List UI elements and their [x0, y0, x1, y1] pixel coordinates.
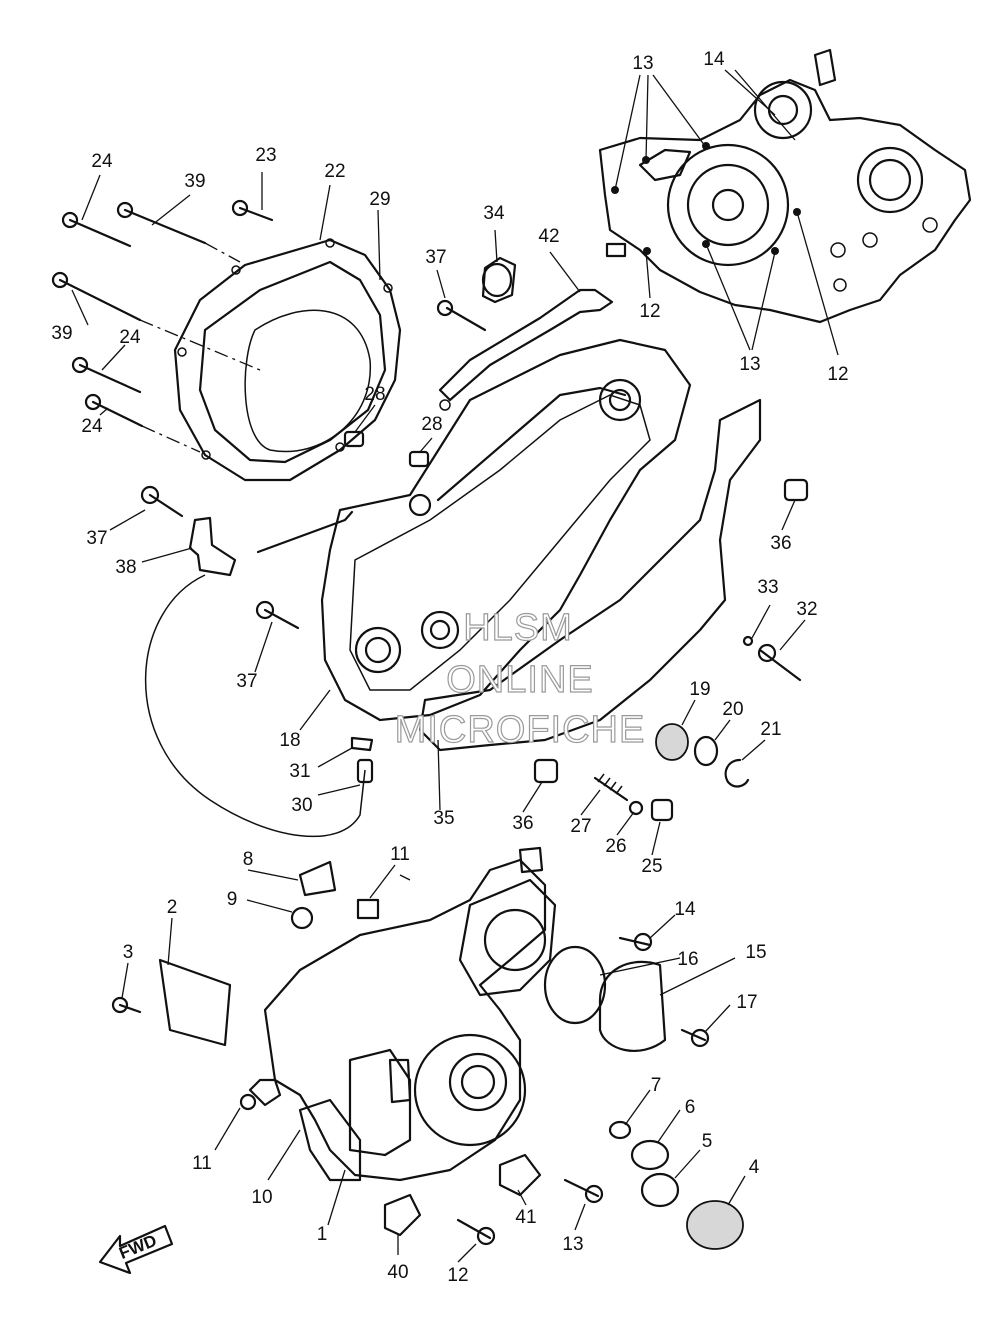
callout-1: 1: [317, 1224, 328, 1245]
callout-29: 29: [369, 189, 390, 210]
callout-2: 2: [167, 897, 178, 918]
callout-10: 10: [251, 1187, 272, 1208]
callout-32: 32: [796, 599, 817, 620]
callout-39-top: 39: [184, 171, 205, 192]
callout-16: 16: [677, 949, 698, 970]
callout-26: 26: [605, 836, 626, 857]
hose-assembly: [144, 574, 374, 838]
callout-34: 34: [483, 203, 505, 224]
small-parts-upper: [140, 256, 614, 630]
callout-41: 41: [515, 1207, 536, 1228]
callout-24-bottom: 24: [81, 416, 103, 437]
callout-37-middle: 37: [236, 671, 257, 692]
callout-30: 30: [291, 795, 312, 816]
callout-37-left: 37: [86, 528, 107, 549]
crankcase-cover-assembly: [320, 338, 809, 822]
callout-36-bottom: 36: [512, 813, 533, 834]
leader-lines: [71, 69, 839, 1263]
callout-6: 6: [685, 1097, 696, 1118]
callout-13-bottom: 13: [562, 1234, 583, 1255]
callout-14-inset: 14: [703, 49, 725, 70]
callout-40: 40: [387, 1262, 408, 1283]
fwd-arrow: FWD: [98, 1224, 174, 1275]
callout-25: 25: [641, 856, 662, 877]
clutch-cover-assembly: [51, 199, 430, 482]
callout-labels: 1 2 3 4 5 6 7 8 9 10 11 11 12 12 12 13 1…: [51, 49, 848, 1286]
callout-9: 9: [227, 889, 238, 910]
callout-5: 5: [702, 1131, 713, 1152]
callout-18: 18: [279, 730, 300, 751]
watermark-line1: HLSM: [463, 607, 573, 649]
callout-21: 21: [760, 719, 781, 740]
callout-3: 3: [123, 942, 134, 963]
callout-23: 23: [255, 145, 276, 166]
callout-39-bottom: 39: [51, 323, 72, 344]
callout-15: 15: [745, 942, 766, 963]
callout-42: 42: [538, 226, 559, 247]
callout-27: 27: [570, 816, 591, 837]
watermark: HLSM ONLINE MICROFICHE: [394, 606, 646, 751]
callout-19: 19: [689, 679, 710, 700]
callout-4: 4: [749, 1157, 760, 1178]
watermark-line3: MICROFICHE: [395, 709, 646, 751]
callout-13-inset-top: 13: [632, 53, 653, 74]
callout-33: 33: [757, 577, 778, 598]
callout-35: 35: [433, 808, 454, 829]
callout-28-right: 28: [421, 414, 442, 435]
callout-24-top: 24: [91, 151, 113, 172]
callout-12-bottom: 12: [447, 1265, 468, 1286]
callout-22: 22: [324, 161, 345, 182]
callout-36-right: 36: [770, 533, 791, 554]
callout-11-bottom: 11: [192, 1153, 212, 1174]
callout-7: 7: [651, 1075, 662, 1096]
callout-20: 20: [722, 699, 743, 720]
watermark-line2: ONLINE: [446, 659, 593, 701]
small-parts-right: [593, 635, 802, 816]
lower-cover-assembly: [111, 846, 744, 1250]
callout-11-top: 11: [390, 844, 410, 865]
callout-12-inset-left: 12: [639, 301, 660, 322]
callout-8: 8: [243, 849, 254, 870]
callout-31: 31: [289, 761, 310, 782]
callout-13-inset-bottom: 13: [739, 354, 760, 375]
callout-14-pump: 14: [674, 899, 696, 920]
callout-38: 38: [115, 557, 136, 578]
crankcase-inset: [598, 48, 972, 324]
callout-12-inset-right: 12: [827, 364, 848, 385]
callout-37-top: 37: [425, 247, 446, 268]
callout-24-middle: 24: [119, 327, 141, 348]
callout-17: 17: [736, 992, 757, 1013]
callout-28-left: 28: [364, 384, 385, 405]
